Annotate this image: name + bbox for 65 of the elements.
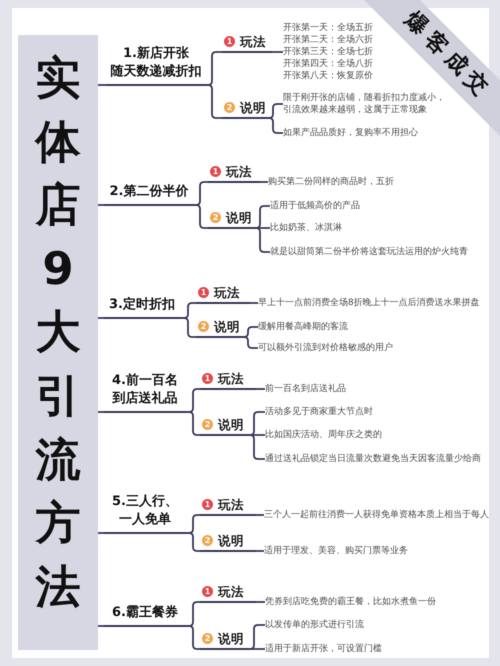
connector-line — [180, 317, 196, 338]
connector-line — [248, 434, 265, 436]
connector-line — [194, 181, 208, 206]
branch-text: 缓解用餐高峰期的客流 — [258, 321, 348, 333]
branch-label: 说明 — [214, 319, 240, 334]
connector-line — [98, 204, 104, 206]
connector-line — [255, 205, 270, 229]
connector-line — [256, 388, 265, 390]
branch-text: 以发传单的形式进行引流 — [265, 619, 364, 631]
branch-text: 适用于理发、美容、购买门票等业务 — [264, 545, 408, 557]
connector-line — [206, 51, 222, 86]
topic-label: 5.三人行、一人免单 — [112, 493, 178, 529]
connector-line — [272, 51, 283, 53]
connector-line — [256, 227, 270, 229]
connector-line — [98, 317, 104, 319]
branch-text: 适用于新店开张，可设置门槛 — [265, 643, 382, 655]
branch-text: 通过送礼品锁定当日流量次数避免当天因客流量少给商 — [265, 453, 481, 465]
connector-line — [194, 204, 208, 229]
connector-line — [260, 181, 268, 183]
connector-line — [248, 648, 265, 650]
connector-line — [268, 117, 283, 134]
connector-line — [242, 326, 258, 338]
connector-line — [256, 514, 264, 516]
connector-line — [206, 84, 222, 119]
branch-label: 玩法 — [226, 164, 252, 179]
connector-line — [186, 625, 200, 650]
branch-label: 说明 — [226, 210, 252, 225]
branch-text: 比如国庆活动、周年庆之类的 — [265, 429, 382, 441]
branch-text: 比如奶茶、冰淇淋 — [270, 222, 342, 234]
branch-label: 玩法 — [218, 371, 244, 386]
branch-label: 玩法 — [214, 285, 240, 300]
branch-text: 活动多见于商家重大节点时 — [265, 406, 373, 418]
branch-text: 三个人一起前往消费一人获得免单资格本质上相当于每人 — [264, 509, 489, 521]
title-panel: 实体店9大引流方法 — [18, 35, 98, 650]
connector-line — [98, 411, 104, 413]
branch-label: 玩法 — [218, 584, 244, 599]
branch-label: 说明 — [240, 100, 266, 115]
branch-text: 凭券到店吃免费的霸王餐，比如水煮鱼一份 — [265, 596, 436, 608]
branch-text: 前一百名到店送礼品 — [265, 383, 346, 395]
connector-line — [98, 532, 104, 534]
branch-text: 购买第二份同样的商品时，五折 — [268, 176, 394, 188]
connector-line — [268, 103, 283, 119]
connector-line — [98, 84, 106, 86]
branch-text: 适用于低频高价的产品 — [270, 200, 360, 212]
branch-label: 说明 — [218, 631, 244, 646]
connector-line — [186, 532, 200, 552]
branch-label: 说明 — [218, 533, 244, 548]
topic-label: 3.定时折扣 — [109, 296, 175, 314]
connector-line — [256, 550, 264, 552]
branch-label: 玩法 — [240, 34, 266, 49]
connector-line — [98, 625, 104, 627]
branch-text: 可以额外引流到对价格敏感的用户 — [258, 342, 393, 354]
topic-label: 1.新店开张随天数递减折扣 — [110, 45, 202, 81]
topic-label: 4.前一百名到店送礼品 — [112, 372, 178, 408]
topic-label: 6.霸王餐券 — [112, 604, 178, 622]
connector-line — [255, 227, 270, 253]
connector-line — [256, 601, 265, 603]
connector-line — [242, 336, 258, 349]
branch-label: 玩法 — [218, 497, 244, 512]
connector-line — [250, 302, 258, 304]
branch-text: 就是以甜筒第二份半价将这套玩法运用的炉火纯青 — [270, 246, 468, 258]
connector-line — [186, 411, 200, 436]
topic-label: 2.第二份半价 — [110, 183, 188, 201]
branch-text: 早上十一点前消费全场8折晚上十一点后消费送水果拼盘 — [258, 297, 480, 309]
branch-label: 说明 — [218, 417, 244, 432]
